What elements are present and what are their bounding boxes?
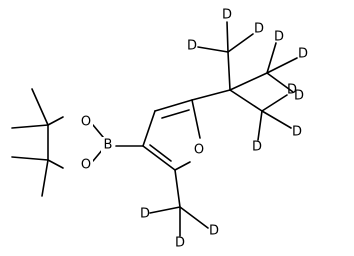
deuterium-label: D — [222, 8, 232, 23]
deuterium-label: D — [140, 207, 150, 222]
bond-top-D-right — [227, 33, 254, 53]
bond-bottom-D-down — [257, 110, 263, 141]
bond-C2-C3-double — [149, 144, 172, 162]
bond-C5-O — [191, 99, 201, 139]
deuterium-label: D — [287, 83, 297, 98]
atom-label-O-lower: O — [81, 158, 91, 173]
bond-bottom-D-up — [261, 94, 288, 112]
deuterium-label: D — [274, 30, 284, 45]
deuterium-label: D — [252, 140, 262, 155]
bond-bottom-D-right — [261, 110, 292, 129]
bond-methyl-2 — [11, 124, 49, 129]
bond-methyl-4 — [41, 159, 49, 197]
deuterium-label: D — [292, 125, 302, 140]
atom-label-O-ring: O — [194, 143, 204, 158]
bond-right-D-down — [266, 72, 294, 93]
bond-CD3-D-left — [149, 206, 181, 214]
deuterium-label: D — [187, 39, 197, 54]
atom-O-ring: O — [192, 142, 206, 158]
bond-O-upper-C — [47, 116, 64, 126]
bond-right-D-up — [266, 42, 277, 74]
bond-C4-C5-double — [161, 109, 190, 119]
atom-label-B: B — [104, 138, 113, 153]
deuterium-label: D — [298, 47, 308, 62]
atom-label-O-upper: O — [81, 115, 91, 130]
deuterium-label: D — [175, 236, 185, 251]
atom-B: B — [101, 137, 115, 153]
bond-CD3-D-right — [179, 206, 209, 229]
bond-C5-Cq — [191, 89, 231, 101]
bond-Cq-CD3-bottom — [229, 89, 263, 112]
bond-C2-CD3 — [174, 169, 181, 208]
deuterium-label: D — [254, 22, 264, 37]
bond-right-D-right — [266, 57, 298, 74]
deuterium-label: D — [209, 224, 219, 239]
bond-Cq-CD3-right — [229, 72, 268, 91]
bond-methyl-1 — [31, 88, 49, 126]
atom-O-upper: O — [79, 114, 93, 130]
bond-C2-C3 — [142, 145, 176, 171]
bond-top-D-up — [226, 21, 229, 53]
bond-Cq-CD3-top — [227, 51, 231, 91]
bond-O-lower-C — [47, 159, 64, 169]
bond-C3-C4 — [142, 110, 156, 147]
bond-C4-C5 — [154, 99, 193, 112]
atom-O-lower: O — [79, 157, 93, 173]
bonds — [11, 21, 298, 237]
deuterium-label: D — [294, 89, 304, 104]
bond-methyl-3 — [11, 156, 49, 161]
atom-labels: B O O O D D D D D D D D D D D D — [79, 8, 308, 251]
bond-O-C2 — [174, 161, 191, 171]
bond-top-D-left — [197, 46, 229, 53]
